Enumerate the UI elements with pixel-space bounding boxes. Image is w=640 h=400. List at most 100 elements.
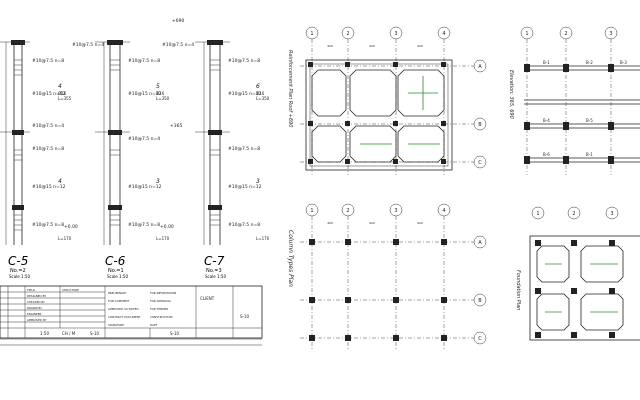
bar-mark: 4 — [58, 83, 62, 90]
grid-letter: C — [478, 160, 482, 166]
column-detail-c5 — [0, 40, 30, 245]
stirrup-label: #10@7.5 n=8 — [228, 146, 260, 152]
column-count: No.=2 — [10, 268, 26, 274]
grid-number: 2 — [564, 31, 567, 37]
status-construction: CONSTRUCTION — [150, 315, 173, 319]
column-types-plan: 1 2 3 4 A B C 420 420 420 Column Types P… — [287, 203, 487, 350]
beam-label: B-1 — [543, 60, 550, 65]
approved-by: APPROVED BY — [27, 318, 47, 322]
bar-size: Ø16 — [58, 91, 67, 96]
beam-label: B-1 — [586, 152, 593, 157]
grid-letter: A — [478, 64, 482, 70]
foundation-plan: 1 2 3 Foundation Plan — [515, 206, 640, 341]
beam-label: B-5 — [586, 118, 593, 123]
grid-letter: B — [478, 298, 482, 304]
bar-mark: 4 — [58, 178, 62, 185]
client-label: CLIENT — [200, 296, 215, 301]
column-scale: Scale 1:50 — [107, 274, 128, 279]
stirrup-label: #10@7.5 n=8 — [128, 222, 160, 228]
roof-reinforcement-plan: 1 2 3 4 A B C 420 420 420 — [287, 26, 487, 175]
top-elevation-label: +690 — [172, 18, 184, 24]
column-detail-c7 — [195, 40, 230, 245]
drawn-by: DRAWN BY — [27, 306, 42, 310]
stirrup-label: #10@7.5 n=8 — [32, 146, 64, 152]
drawn-initials: CH / M — [62, 331, 76, 336]
stirrup-label: #10@15 n=12 — [128, 184, 162, 190]
grid-number: 2 — [346, 31, 349, 37]
title-block: FIELD STRUCTURE DESIGNED BY CHECKED BY D… — [0, 285, 263, 346]
status-for-comment: FOR COMMENT — [108, 299, 129, 303]
date-label: DATE — [150, 323, 158, 327]
plan-title: Elevation: 365, 690 — [508, 70, 514, 119]
column-id: C-6 — [105, 254, 126, 268]
grid-number: 1 — [310, 31, 313, 37]
stirrup-label: #10@15 n=12 — [128, 91, 162, 97]
bar-size: Ø16 — [156, 91, 165, 96]
stirrup-label: #10@7.5 n=8 — [228, 222, 260, 228]
stirrup-label: #10@7.5 n=8 — [128, 58, 160, 64]
dimension: 420 — [327, 44, 333, 48]
stirrup-label: #10@7.5 n=8 — [32, 222, 64, 228]
grid-number: 1 — [310, 208, 313, 214]
bar-mark: 3 — [256, 178, 260, 185]
status-contract: CONTRACT DOCUMENT — [108, 315, 141, 319]
bar-length: L=170 — [256, 236, 270, 241]
column-id: C-7 — [204, 254, 225, 268]
plan-title: Reinforcement Plan Roof +690 — [287, 50, 293, 127]
stirrup-label: #10@7.5 n=8 — [228, 58, 260, 64]
bar-length: L=355 — [58, 96, 72, 101]
status-for-information: FOR INFORMATION — [150, 291, 176, 295]
beam-label: B-3 — [620, 60, 627, 65]
stirrup-label: #10@7.5 n=8 — [32, 58, 64, 64]
field-header: FIELD — [27, 288, 35, 292]
status-preliminary: PRELIMINARY — [108, 291, 127, 295]
sheet-number: S-10 — [90, 331, 100, 336]
beam-label: B-2 — [586, 60, 593, 65]
grid-number: 3 — [394, 31, 397, 37]
sheet-number: S-10 — [170, 331, 180, 336]
bar-length: L=170 — [156, 236, 170, 241]
low-elevation-label: +0.00 — [64, 224, 78, 230]
mid-elevation-label: +365 — [170, 123, 182, 129]
grid-letter: B — [478, 122, 482, 128]
stirrup-label: #10@7.5 n=4 — [162, 42, 194, 48]
bar-mark: 6 — [256, 83, 260, 90]
column-captions: C-5 No.=2 Scale 1:50 C-6 No.=1 Scale 1:5… — [8, 254, 226, 279]
dimension: 420 — [327, 221, 333, 225]
grid-number: 3 — [609, 31, 612, 37]
bar-length: L=350 — [256, 96, 270, 101]
scale-value: 1:50 — [40, 331, 49, 336]
checked-by: CHECKED BY — [27, 300, 45, 304]
bar-mark: 5 — [156, 83, 160, 90]
stirrup-label: #10@7.5 n=4 — [128, 136, 160, 142]
grid-number: 3 — [610, 211, 613, 217]
sheet-number: S-10 — [240, 314, 250, 319]
dimension: 420 — [369, 44, 375, 48]
column-scale: Scale 1:50 — [9, 274, 30, 279]
status-for-approval: FOR APPROVAL — [150, 299, 172, 303]
designed-by: DESIGNED BY — [27, 294, 46, 298]
engineer: ENGINEER — [27, 312, 41, 316]
bar-mark: 3 — [156, 178, 160, 185]
dimension: 420 — [417, 44, 423, 48]
stirrup-label: #10@15 n=12 — [32, 184, 66, 190]
column-count: No.=3 — [206, 268, 222, 274]
stirrup-label: #10@7.5 n=4 — [72, 42, 104, 48]
beam-label: B-4 — [543, 118, 550, 123]
grid-number: 4 — [442, 208, 445, 214]
beam-label: B-6 — [543, 152, 550, 157]
stirrup-label: #10@15 n=12 — [228, 91, 262, 97]
plan-title: Column Types Plan — [287, 230, 294, 287]
bar-length: L=170 — [58, 236, 72, 241]
signature-label: SIGNATURE — [108, 323, 124, 327]
status-for-tender: FOR TENDER — [150, 307, 168, 311]
dimension: 420 — [417, 221, 423, 225]
plan-title: Foundation Plan — [515, 270, 521, 310]
column-count: No.=1 — [108, 268, 124, 274]
grid-number: 3 — [394, 208, 397, 214]
grid-number: 4 — [442, 31, 445, 37]
column-detail-c6 — [95, 40, 130, 245]
beam-elevation-plan: 1 2 3 B-1 B-2 B-3 B-4 B-5 B-6 B-1 Elevat… — [508, 26, 640, 175]
grid-number: 1 — [525, 31, 528, 37]
